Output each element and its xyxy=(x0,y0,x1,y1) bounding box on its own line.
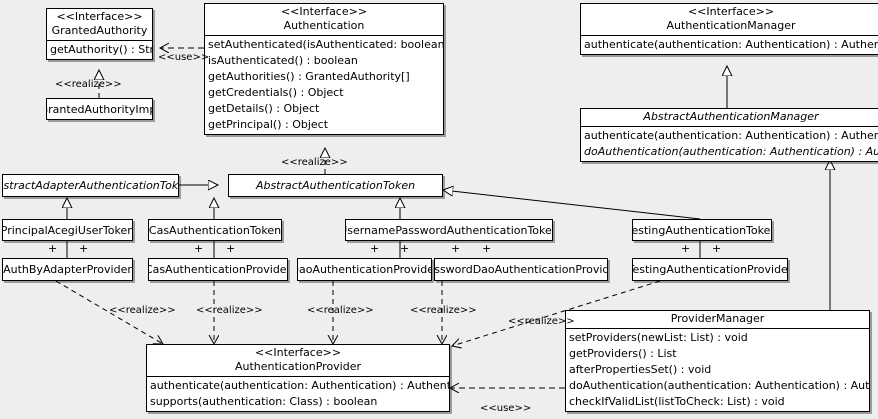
operation: authenticate(authentication: Authenticat… xyxy=(584,129,878,142)
class-authentication-manager[interactable]: <<Interface>> AuthenticationManager auth… xyxy=(580,3,878,55)
class-name: AbstractAdapterAuthenticationToken xyxy=(3,179,179,192)
class-header: ProviderManager xyxy=(566,311,869,328)
class-name: AuthenticationManager xyxy=(666,19,796,32)
realize-label-casauthenticationprovider: <<realize>> xyxy=(196,305,263,316)
association-marker: + xyxy=(370,242,380,255)
class-abstract-adapter-authentication-token[interactable]: AbstractAdapterAuthenticationToken xyxy=(2,174,179,197)
class-authentication-provider[interactable]: <<Interface>> AuthenticationProvider aut… xyxy=(146,344,450,412)
operation: checkIfValidList(listToCheck: List) : vo… xyxy=(569,395,785,408)
class-header: AbstractAuthenticationManager xyxy=(581,109,878,126)
stereotype-label: <<Interface>> xyxy=(687,5,775,18)
association-marker: + xyxy=(48,242,58,255)
class-cas-authentication-provider[interactable]: CasAuthenticationProvider xyxy=(148,258,288,281)
class-name: AuthByAdapterProvider xyxy=(3,263,132,276)
operations-compartment: authenticate(authentication: Authenticat… xyxy=(581,126,878,161)
operation-abstract: doAuthentication(authentication: Authent… xyxy=(584,145,878,158)
association-marker: + xyxy=(400,242,410,255)
class-testing-authentication-token[interactable]: TestingAuthenticationToken xyxy=(632,219,772,241)
operation: getAuthorities() : GrantedAuthority[] xyxy=(208,70,410,83)
operations-compartment: getAuthority() : String xyxy=(47,40,152,59)
class-auth-by-adapter-provider[interactable]: AuthByAdapterProvider xyxy=(2,258,133,281)
association-marker: + xyxy=(482,242,492,255)
stereotype-label: <<Interface>> xyxy=(56,10,143,23)
class-name: UsernamePasswordAuthenticationToken xyxy=(345,223,553,237)
class-header: <<Interface>> Authentication xyxy=(205,4,443,35)
operation: supports(authentication: Class) : boolea… xyxy=(150,395,378,408)
class-header: <<Interface>> AuthenticationManager xyxy=(581,4,878,35)
class-authentication[interactable]: <<Interface>> Authentication setAuthenti… xyxy=(204,3,444,135)
class-name: GrantedAuthority xyxy=(51,24,148,37)
operation: doAuthentication(authentication: Authent… xyxy=(569,379,870,392)
class-password-dao-authentication-provider[interactable]: PasswordDaoAuthenticationProvider xyxy=(434,258,608,281)
operation: setProviders(newList: List) : void xyxy=(569,331,748,344)
realize-label-testingauthenticationprovider: <<realize>> xyxy=(508,316,575,327)
stereotype-label: <<Interface>> xyxy=(280,5,368,18)
class-name: ProviderManager xyxy=(670,312,765,325)
class-granted-authority[interactable]: <<Interface>> GrantedAuthority getAuthor… xyxy=(46,8,153,60)
class-name: PrincipalAcegiUserToken xyxy=(2,223,133,237)
class-name: DaoAuthenticationProvider xyxy=(297,263,432,276)
association-marker: + xyxy=(79,242,89,255)
operations-compartment: setAuthenticated(isAuthenticated: boolea… xyxy=(205,35,443,134)
operation: getDetails() : Object xyxy=(208,102,320,115)
class-provider-manager[interactable]: ProviderManager setProviders(newList: Li… xyxy=(565,310,870,412)
class-granted-authority-impl[interactable]: GrantedAuthorityImpl xyxy=(46,98,153,120)
realize-label-passworddaoauthenticationprovider: <<realize>> xyxy=(410,305,477,316)
realize-label-authbyadapterprovider: <<realize>> xyxy=(109,305,176,316)
class-name: PasswordDaoAuthenticationProvider xyxy=(434,263,607,276)
operation: getCredentials() : Object xyxy=(208,86,344,99)
operation: getAuthority() : String xyxy=(50,43,153,56)
class-name: CasAuthenticationProvider xyxy=(148,263,288,276)
class-name: TestingAuthenticationToken xyxy=(632,223,772,237)
class-username-password-authentication-token[interactable]: UsernamePasswordAuthenticationToken xyxy=(345,219,553,241)
class-abstract-authentication-token[interactable]: AbstractAuthenticationToken xyxy=(228,174,443,197)
operation: authenticate(authentication: Authenticat… xyxy=(584,38,878,51)
class-header: <<Interface>> GrantedAuthority xyxy=(47,9,152,40)
class-dao-authentication-provider[interactable]: DaoAuthenticationProvider xyxy=(297,258,432,281)
class-name: TestingAuthenticationProvider xyxy=(632,263,788,276)
class-principal-acegi-user-token[interactable]: PrincipalAcegiUserToken xyxy=(2,219,133,241)
class-name: AbstractAuthenticationToken xyxy=(255,179,416,192)
association-marker: + xyxy=(194,242,204,255)
operation: getPrincipal() : Object xyxy=(208,118,329,131)
class-header: <<Interface>> AuthenticationProvider xyxy=(147,345,449,376)
association-marker: + xyxy=(226,242,236,255)
class-abstract-authentication-manager[interactable]: AbstractAuthenticationManager authentica… xyxy=(580,108,878,162)
association-marker: + xyxy=(451,242,461,255)
operations-compartment: authenticate(authentication: Authenticat… xyxy=(147,376,449,411)
class-name: CasAuthenticationToken xyxy=(148,223,282,237)
operations-compartment: authenticate(authentication: Authenticat… xyxy=(581,35,878,54)
class-cas-authentication-token[interactable]: CasAuthenticationToken xyxy=(148,219,282,241)
operation: afterPropertiesSet() : void xyxy=(569,363,712,376)
stereotype-label: <<Interface>> xyxy=(254,346,342,359)
realize-label-abstractauthenticationtoken: <<realize>> xyxy=(281,157,348,168)
operations-compartment: setProviders(newList: List) : void getPr… xyxy=(566,328,869,411)
operation: setAuthenticated(isAuthenticated: boolea… xyxy=(208,38,444,51)
class-testing-authentication-provider[interactable]: TestingAuthenticationProvider xyxy=(632,258,788,281)
operation: isAuthenticated() : boolean xyxy=(208,54,358,67)
association-marker: + xyxy=(712,242,722,255)
operation: authenticate(authentication: Authenticat… xyxy=(150,379,450,392)
realize-label-grantedauthorityimpl: <<realize>> xyxy=(55,79,122,90)
class-name: AbstractAuthenticationManager xyxy=(643,110,819,123)
class-name: GrantedAuthorityImpl xyxy=(46,102,152,116)
association-marker: + xyxy=(681,242,691,255)
class-name: Authentication xyxy=(283,19,365,32)
class-name: AuthenticationProvider xyxy=(234,360,362,373)
use-label-providermanager-authenticationprovider: <<use>> xyxy=(480,403,532,414)
use-label-authentication-grantedauthority: <<use>> xyxy=(158,52,210,63)
operation: getProviders() : List xyxy=(569,347,677,360)
realize-label-daoauthenticationprovider: <<realize>> xyxy=(307,305,374,316)
